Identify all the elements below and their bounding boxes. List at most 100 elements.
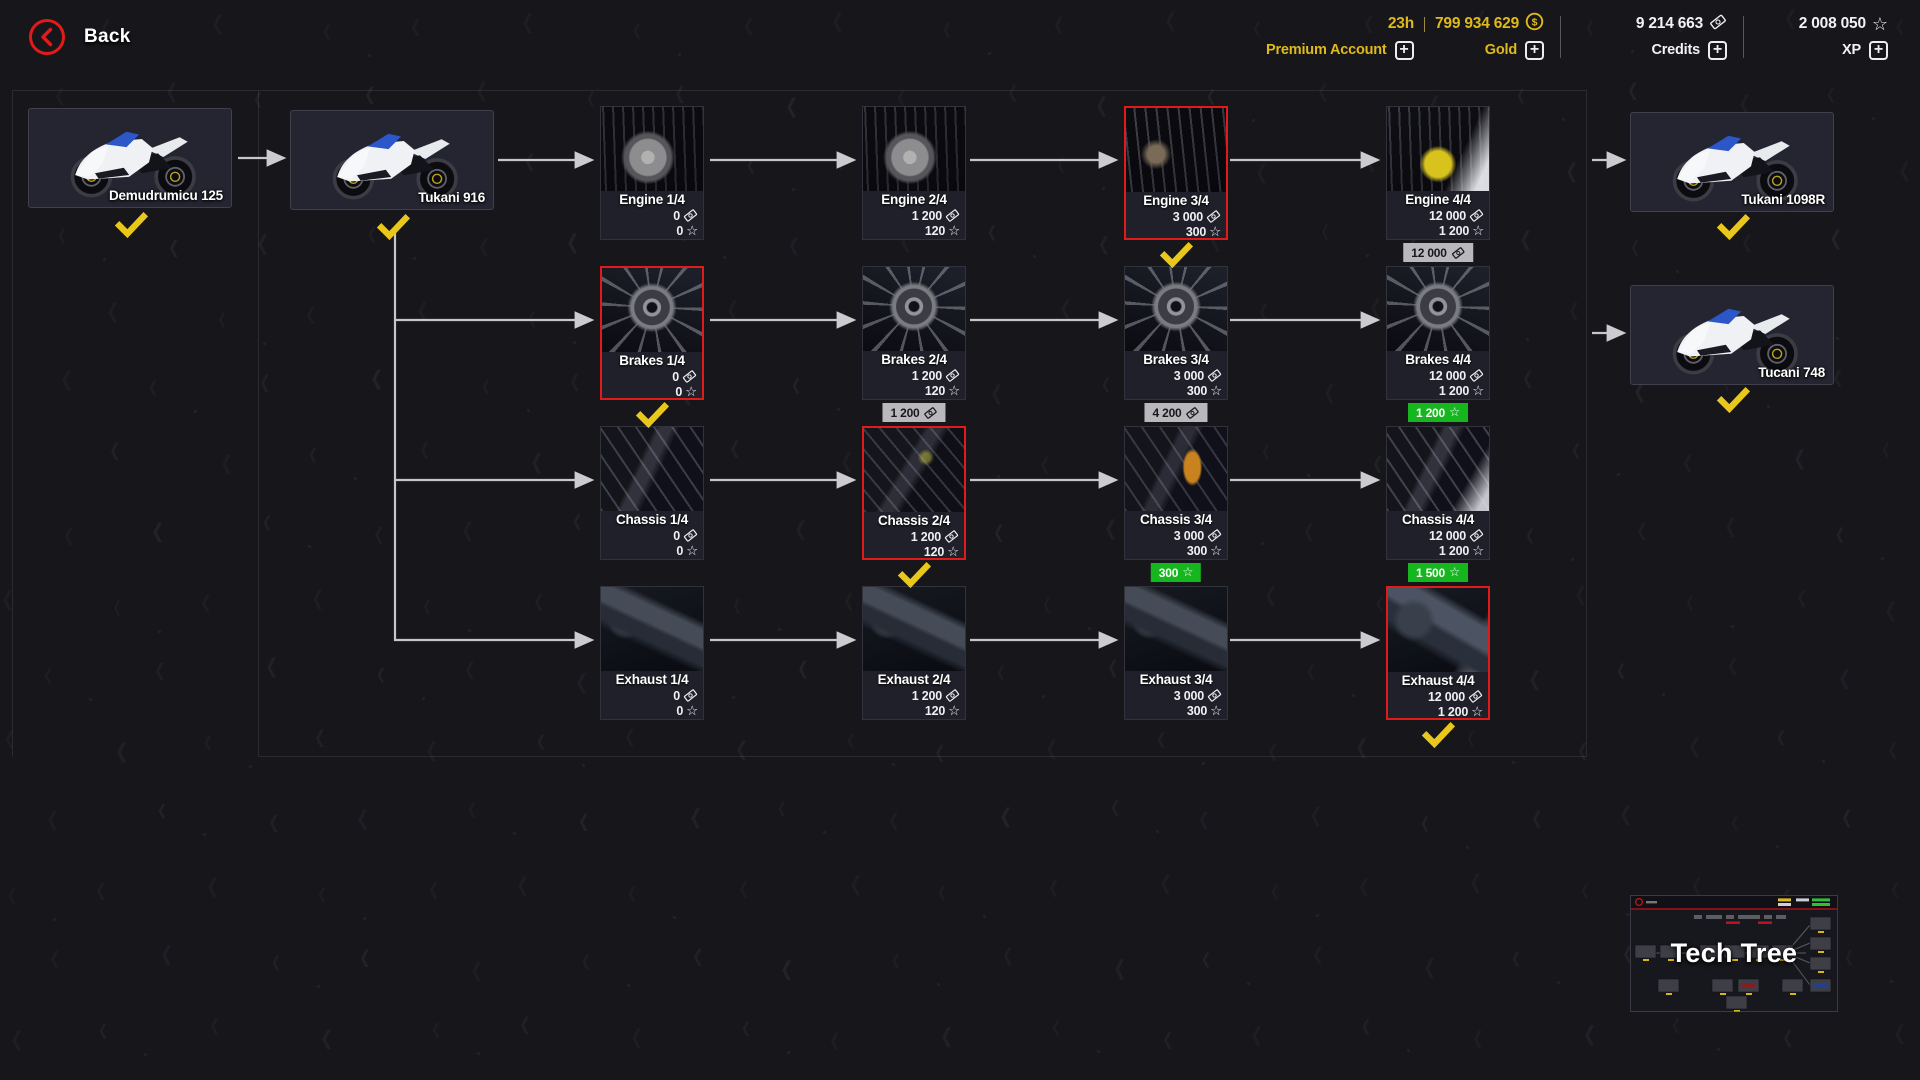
part-image xyxy=(602,268,702,352)
node-exhaust-3-4[interactable]: Exhaust 3/4 3 000 300 ☆ xyxy=(1124,586,1228,720)
credits-cost: 0 xyxy=(673,688,680,703)
premium-time-left: 23h xyxy=(1387,15,1414,32)
credits-cost: 3 000 xyxy=(1173,368,1204,383)
part-label: Chassis 4/4 xyxy=(1401,512,1475,527)
gold-plus-button[interactable]: + xyxy=(1525,40,1544,60)
xp-cost: 0 xyxy=(675,384,683,399)
node-engine-4-4[interactable]: Engine 4/4 12 000 1 200 ☆ xyxy=(1386,106,1490,240)
part-label: Brakes 1/4 xyxy=(619,353,685,368)
part-image xyxy=(1125,427,1227,511)
owned-check-icon xyxy=(1715,387,1751,414)
tech-tree-minimap[interactable]: Tech Tree xyxy=(1630,895,1838,1012)
node-exhaust-4-4[interactable]: Exhaust 4/4 12 000 1 200 ☆ xyxy=(1386,586,1490,720)
credits-cost: 12 000 xyxy=(1428,208,1466,223)
credits-cost-badge: 12 000 xyxy=(1403,243,1473,262)
credits-icon xyxy=(945,368,960,383)
node-brakes-3-4[interactable]: Brakes 3/4 3 000 300 ☆ xyxy=(1124,266,1228,400)
xp-amount: 2 008 050 xyxy=(1798,15,1866,32)
node-brakes-1-4[interactable]: Brakes 1/4 0 0 ☆ xyxy=(600,266,704,400)
xp-star-icon: ☆ xyxy=(1471,703,1483,719)
xp-cost: 0 xyxy=(676,703,684,718)
node-exhaust-2-4[interactable]: Exhaust 2/4 1 200 120 ☆ xyxy=(862,586,966,720)
credits-cost-badge: 4 200 xyxy=(1144,403,1208,422)
motorcycle-graphic xyxy=(70,131,196,198)
bike-card-tukani-1098r[interactable]: Tukani 1098R xyxy=(1630,112,1834,212)
star-icon: ☆ xyxy=(1182,565,1194,580)
xp-cost: 120 xyxy=(924,703,946,718)
xp-star-icon: ☆ xyxy=(1210,542,1222,558)
credits-icon xyxy=(1468,689,1483,704)
xp-label: XP xyxy=(1842,42,1861,58)
credits-icon xyxy=(1469,528,1484,543)
xp-plus-button[interactable]: + xyxy=(1869,40,1888,60)
xp-cost: 1 200 xyxy=(1438,543,1470,558)
xp-cost: 0 xyxy=(676,223,684,238)
badge-value: 1 200 xyxy=(1415,405,1446,420)
gold-amount: 799 934 629 xyxy=(1435,15,1519,32)
credits-cost: 1 200 xyxy=(911,688,942,703)
node-chassis-4-4[interactable]: Chassis 4/4 12 000 1 200 ☆ xyxy=(1386,426,1490,560)
star-icon: ☆ xyxy=(1449,565,1461,580)
part-label: Brakes 2/4 xyxy=(881,352,947,367)
xp-cost: 1 200 xyxy=(1438,223,1470,238)
node-chassis-3-4[interactable]: Chassis 3/4 3 000 300 ☆ xyxy=(1124,426,1228,560)
part-costs: 3 000 300 ☆ xyxy=(1125,688,1227,718)
node-engine-1-4[interactable]: Engine 1/4 0 0 ☆ xyxy=(600,106,704,240)
part-image xyxy=(1388,588,1488,672)
node-chassis-2-4[interactable]: Chassis 2/4 1 200 120 ☆ xyxy=(862,426,966,560)
credits-icon xyxy=(1451,246,1465,260)
credits-cost: 3 000 xyxy=(1173,688,1204,703)
xp-star-icon: ☆ xyxy=(948,222,960,238)
bike-card-tukani-916[interactable]: Tukani 916 xyxy=(290,110,494,210)
currency-divider xyxy=(1743,16,1744,58)
credits-icon xyxy=(683,688,698,703)
part-label: Brakes 4/4 xyxy=(1405,352,1471,367)
xp-star-icon: ☆ xyxy=(686,542,698,558)
part-costs: 0 0 ☆ xyxy=(602,369,702,399)
node-engine-3-4[interactable]: Engine 3/4 3 000 300 ☆ xyxy=(1124,106,1228,240)
badge-value: 1 500 xyxy=(1415,565,1446,580)
xp-cost: 300 xyxy=(1186,383,1208,398)
bike-card-demudrumicu-125[interactable]: Demudrumicu 125 xyxy=(28,108,232,208)
credits-icon xyxy=(1709,13,1727,36)
bike-card-tucani-748[interactable]: Tucani 748 xyxy=(1630,285,1834,385)
xp-star-icon: ☆ xyxy=(1871,14,1888,34)
part-label: Exhaust 1/4 xyxy=(615,672,689,687)
svg-text:$: $ xyxy=(1532,17,1538,28)
part-costs: 3 000 300 ☆ xyxy=(1125,368,1227,398)
node-exhaust-1-4[interactable]: Exhaust 1/4 0 0 ☆ xyxy=(600,586,704,720)
part-costs: 12 000 1 200 ☆ xyxy=(1387,368,1489,398)
part-image xyxy=(601,587,703,671)
credits-label: Credits xyxy=(1651,42,1700,58)
credits-cost: 0 xyxy=(673,208,680,223)
credits-icon xyxy=(683,528,698,543)
node-brakes-2-4[interactable]: Brakes 2/4 1 200 120 ☆ xyxy=(862,266,966,400)
xp-cost-badge: 1 500☆ xyxy=(1407,563,1469,582)
credits-cost: 1 200 xyxy=(911,368,942,383)
xp-star-icon: ☆ xyxy=(686,702,698,718)
node-chassis-1-4[interactable]: Chassis 1/4 0 0 ☆ xyxy=(600,426,704,560)
premium-plus-button[interactable]: + xyxy=(1394,40,1414,60)
badge-value: 12 000 xyxy=(1411,245,1447,260)
node-engine-2-4[interactable]: Engine 2/4 1 200 120 ☆ xyxy=(862,106,966,240)
premium-account-label: Premium Account xyxy=(1266,42,1387,58)
xp-group: 2 008 050 ☆ XP + xyxy=(1744,14,1904,60)
node-brakes-4-4[interactable]: Brakes 4/4 12 000 1 200 ☆ xyxy=(1386,266,1490,400)
xp-star-icon: ☆ xyxy=(947,543,959,559)
part-costs: 0 0 ☆ xyxy=(601,208,703,238)
credits-plus-button[interactable]: + xyxy=(1708,40,1727,60)
xp-cost: 1 200 xyxy=(1437,704,1469,719)
xp-cost-badge: 1 200☆ xyxy=(1407,403,1469,422)
owned-check-icon xyxy=(634,402,670,429)
part-label: Engine 4/4 xyxy=(1405,192,1471,207)
part-label: Chassis 3/4 xyxy=(1139,512,1213,527)
credits-amount: 9 214 663 xyxy=(1635,15,1703,32)
part-label: Brakes 3/4 xyxy=(1143,352,1209,367)
xp-cost: 300 xyxy=(1186,703,1208,718)
xp-star-icon: ☆ xyxy=(1472,382,1484,398)
credits-icon xyxy=(945,688,960,703)
xp-cost: 120 xyxy=(923,544,945,559)
credits-cost: 1 200 xyxy=(911,208,942,223)
back-button[interactable]: Back xyxy=(28,18,131,56)
part-image xyxy=(1387,427,1489,511)
